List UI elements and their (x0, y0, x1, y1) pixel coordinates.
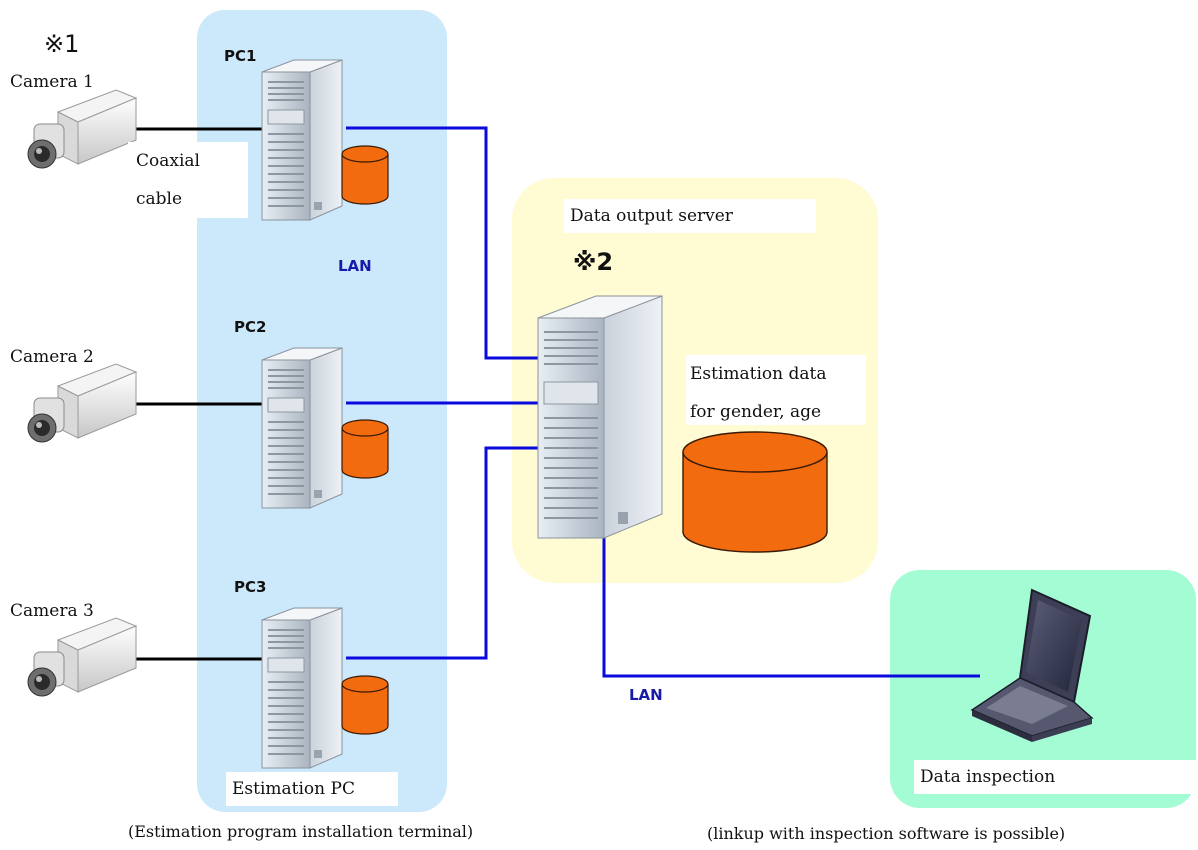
camera-3-icon (27, 617, 137, 697)
pc2-tower-icon (261, 347, 343, 509)
coaxial-label-line-1: Coaxial (136, 151, 200, 171)
pc2-database-icon (341, 419, 389, 479)
pc1-tower-icon (261, 59, 343, 221)
estimation-data-line-1: Estimation data (690, 364, 827, 384)
pc3-tower-icon (261, 607, 343, 769)
server-database-icon (682, 431, 828, 553)
coaxial-cable-label: Coaxial cable (128, 142, 248, 218)
lan-line-pc3 (346, 446, 542, 660)
estimation-data-label: Estimation data for gender, age (686, 355, 866, 425)
pc1-label: PC1 (224, 47, 257, 65)
camera-2-label: Camera 2 (10, 347, 94, 367)
lan-line-inspection (602, 538, 980, 678)
estimation-data-line-2: for gender, age (690, 402, 822, 422)
data-inspection-title: Data inspection (914, 760, 1198, 794)
pc3-label: PC3 (234, 578, 267, 596)
data-output-server-title: Data output server (564, 199, 816, 233)
pc2-label: PC2 (234, 318, 267, 336)
lan-label-lower: LAN (629, 686, 663, 704)
lan-label-upper: LAN (338, 257, 372, 275)
pc1-database-icon (341, 145, 389, 205)
coaxial-label-line-2: cable (136, 189, 183, 209)
pc3-database-icon (341, 675, 389, 735)
camera-2-icon (27, 363, 137, 443)
server-tower-icon (537, 295, 663, 539)
note-1-mark: ※1 (44, 30, 80, 58)
note-2-mark: ※2 (573, 248, 614, 276)
estimation-pc-title: Estimation PC (226, 772, 398, 806)
camera-1-label: Camera 1 (10, 72, 94, 92)
camera-3-label: Camera 3 (10, 601, 94, 621)
estimation-pc-caption: (Estimation program installation termina… (128, 822, 474, 841)
lan-line-pc1 (346, 126, 542, 360)
laptop-icon (970, 588, 1094, 742)
data-inspection-caption: (linkup with inspection software is poss… (707, 824, 1066, 843)
camera-1-icon (27, 89, 137, 169)
